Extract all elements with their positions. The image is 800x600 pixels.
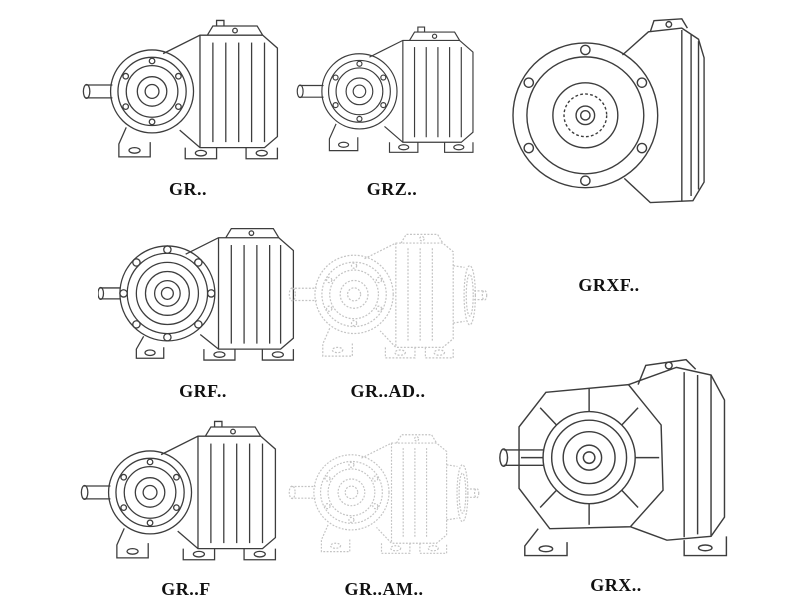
label-gr-am: GR..AM.. bbox=[344, 579, 424, 599]
figure-grf: GRF.. bbox=[98, 206, 308, 402]
label-grf: GRF.. bbox=[179, 381, 227, 401]
label-gr-f: GR..F bbox=[161, 579, 211, 599]
gearbox-isometric-drawing-gr bbox=[82, 4, 294, 177]
figure-grz: GRZ.. bbox=[296, 4, 488, 200]
gearbox-adapter-drawing-gr-am bbox=[288, 406, 480, 577]
gearbox-large-drawing-grx bbox=[496, 300, 736, 573]
label-grxf: GRXF.. bbox=[578, 275, 640, 295]
figure-grx: GRX.. bbox=[496, 300, 736, 596]
gearbox-isometric-drawing-grz bbox=[296, 4, 488, 177]
label-gr-ad: GR..AD.. bbox=[350, 381, 426, 401]
figure-gr: GR.. bbox=[82, 4, 294, 200]
label-grx: GRX.. bbox=[590, 575, 642, 595]
label-grz: GRZ.. bbox=[366, 179, 418, 199]
gearbox-flange-drawing-grf bbox=[98, 206, 308, 379]
gearbox-front-flange-drawing-grxf bbox=[500, 4, 718, 273]
gearbox-adapter-drawing-gr-ad bbox=[288, 208, 488, 379]
figure-gr-f: GR..F bbox=[80, 406, 292, 600]
figure-grxf: GRXF.. bbox=[500, 4, 718, 296]
gearbox-isometric-drawing-gr-f bbox=[80, 406, 292, 577]
label-gr: GR.. bbox=[169, 179, 207, 199]
figure-gr-ad: GR..AD.. bbox=[288, 208, 488, 402]
figure-gr-am: GR..AM.. bbox=[288, 406, 480, 600]
